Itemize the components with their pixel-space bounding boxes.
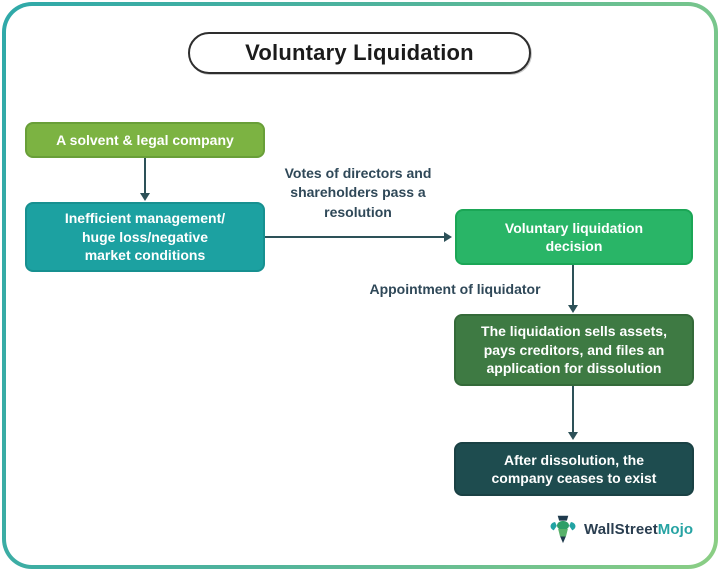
node-liquidation-decision: Voluntary liquidation decision (455, 209, 693, 265)
edge-label-votes-resolution: Votes of directors and shareholders pass… (284, 165, 432, 220)
arrowhead-right-icon (444, 232, 452, 242)
node-label: Inefficient management/ huge loss/negati… (64, 210, 226, 264)
arrow-inefficient-to-decision (265, 236, 447, 238)
page-title: Voluntary Liquidation (188, 32, 531, 74)
brand-primary-text: WallStreet (584, 520, 658, 538)
wallstreetmojo-bull-icon (550, 515, 576, 544)
edge-label-appointment-liquidator: Appointment of liquidator (369, 281, 541, 297)
brand-accent-text: Mojo (657, 520, 694, 538)
arrowhead-down-icon (140, 193, 150, 201)
arrow-process-to-ceases (572, 386, 574, 434)
node-label: A solvent & legal company (56, 131, 234, 148)
arrow-decision-to-process (572, 265, 574, 307)
node-inefficient-management: Inefficient management/ huge loss/negati… (25, 202, 265, 272)
node-label: After dissolution, the company ceases to… (491, 451, 657, 486)
arrowhead-down-icon (568, 432, 578, 440)
wallstreetmojo-wordmark: WallStreetMojo (584, 521, 693, 538)
page-title-text: Voluntary Liquidation (245, 40, 474, 65)
arrow-solvent-to-inefficient (144, 158, 146, 195)
wallstreetmojo-logo: WallStreetMojo (548, 513, 693, 545)
node-company-ceases: After dissolution, the company ceases to… (454, 442, 694, 496)
node-label: Voluntary liquidation decision (504, 219, 644, 254)
node-label: The liquidation sells assets, pays credi… (481, 323, 667, 377)
node-liquidation-process: The liquidation sells assets, pays credi… (454, 314, 694, 386)
node-solvent-company: A solvent & legal company (25, 122, 265, 158)
arrowhead-down-icon (568, 305, 578, 313)
